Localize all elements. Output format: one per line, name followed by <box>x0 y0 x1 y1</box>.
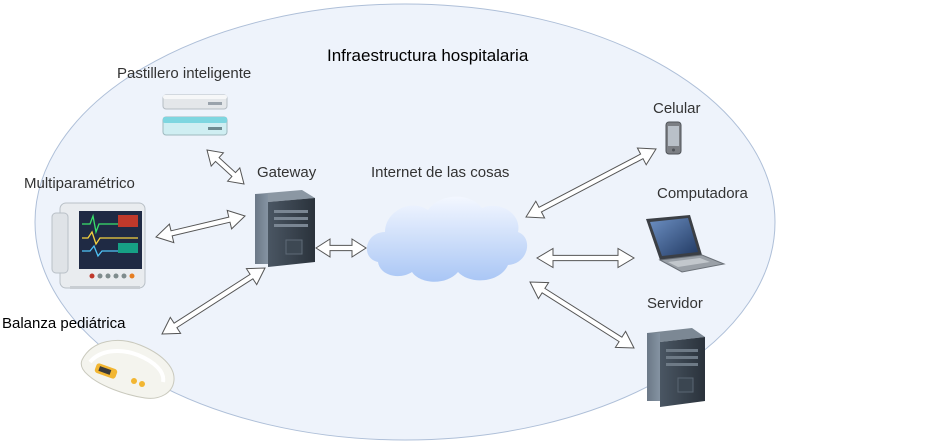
computer-label: Computadora <box>657 185 748 202</box>
arrow-iot-cloud-to-server <box>529 281 635 349</box>
iot-cloud-label: Internet de las cosas <box>371 164 510 181</box>
arrow-gateway-to-iot-cloud <box>315 238 367 258</box>
laptop-icon <box>646 215 726 273</box>
phone-label: Celular <box>653 100 701 117</box>
pill-dispenser-icon <box>162 94 228 136</box>
tower-server-icon <box>255 190 315 267</box>
baby-scale-icon <box>80 339 175 399</box>
arrow-scale-to-gateway <box>161 267 266 335</box>
cloud-icon <box>366 196 528 282</box>
arrow-monitor-to-gateway <box>155 209 246 244</box>
pill-dispenser-label: Pastillero inteligente <box>117 65 252 82</box>
arrow-pill-dispenser-to-gateway <box>206 149 245 185</box>
patient-monitor-icon <box>51 202 146 289</box>
scale-label: Balanza pediátrica <box>2 315 126 332</box>
connection-arrows <box>155 147 657 349</box>
arrow-iot-cloud-to-phone <box>525 147 657 219</box>
server-label: Servidor <box>647 295 703 312</box>
mobile-phone-icon <box>665 121 682 155</box>
gateway-label: Gateway <box>257 164 317 181</box>
monitor-label: Multiparamétrico <box>24 175 135 192</box>
server-tower-icon <box>647 328 705 407</box>
region-title: Infraestructura hospitalaria <box>327 46 529 65</box>
arrow-iot-cloud-to-computer <box>536 247 635 269</box>
